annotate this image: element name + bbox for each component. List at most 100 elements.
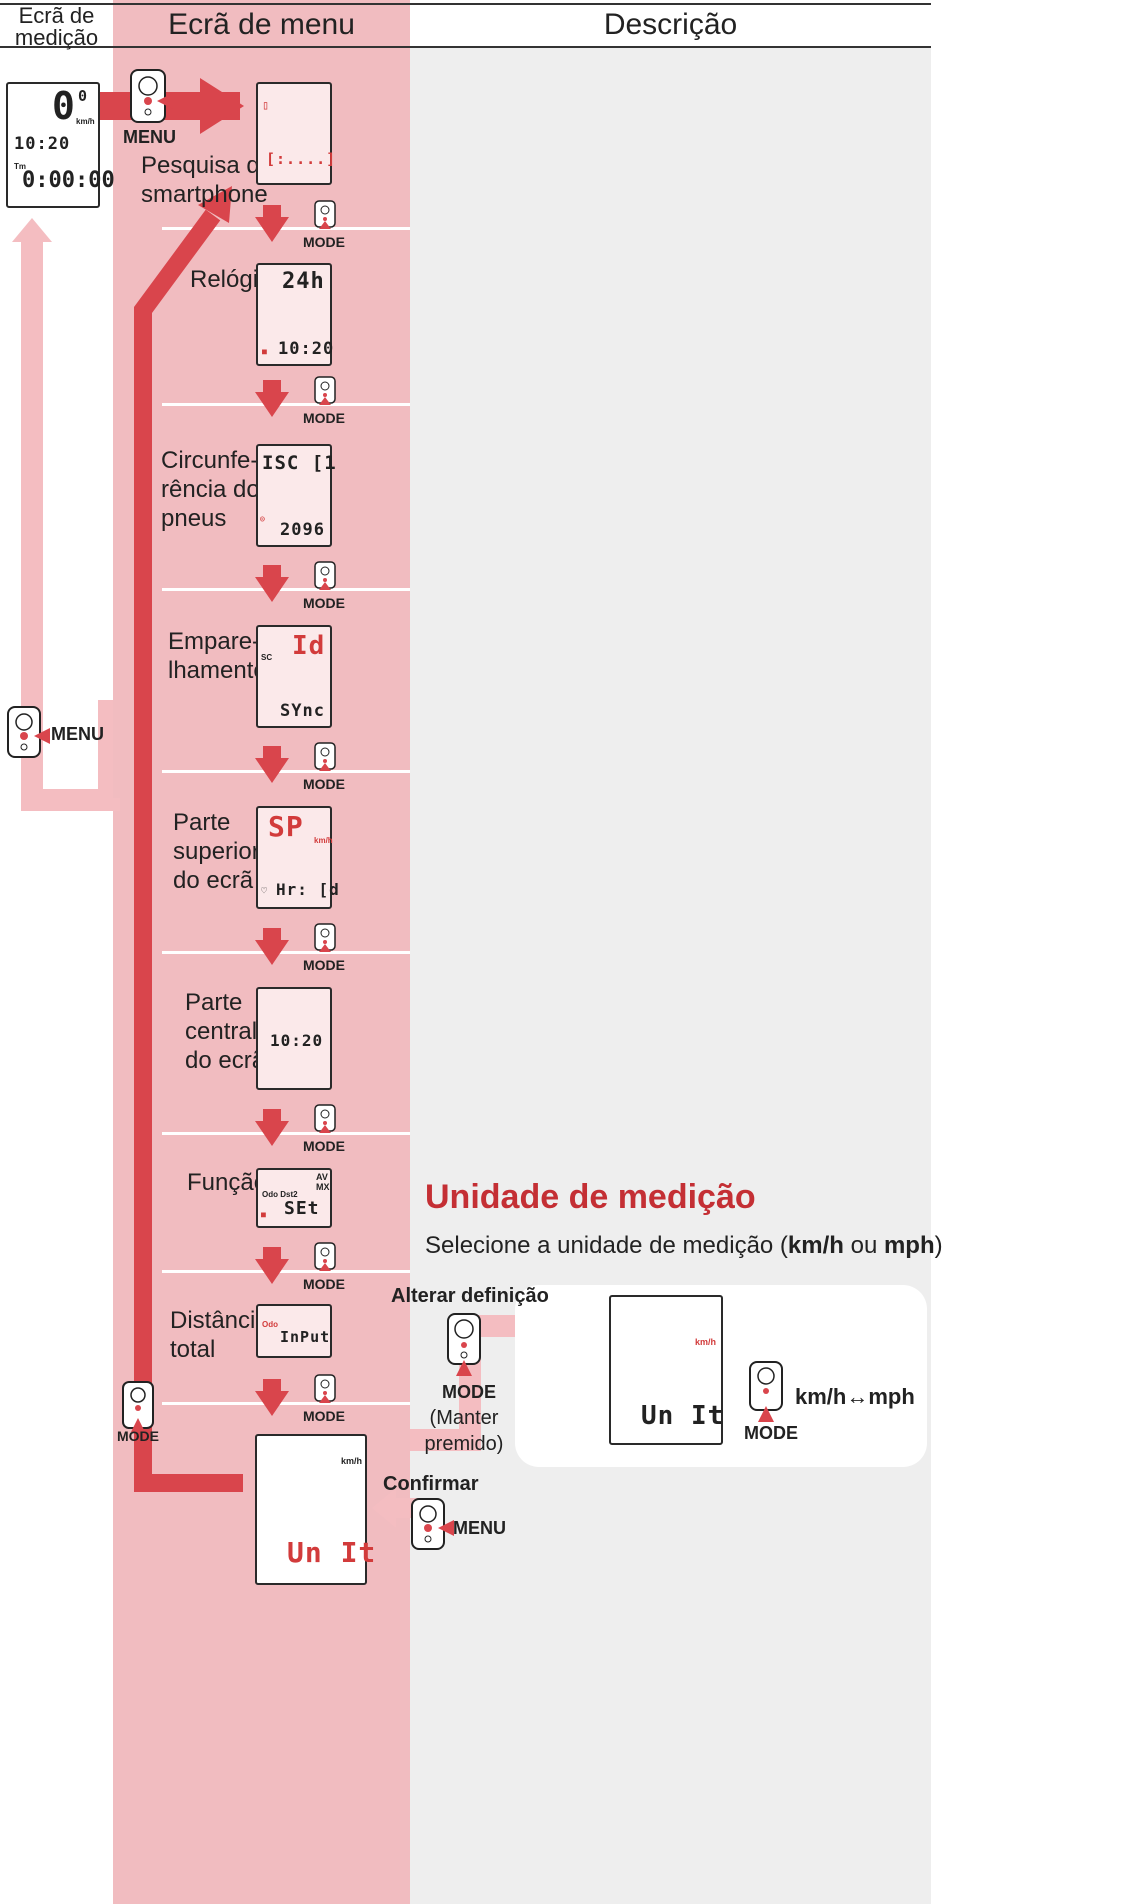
screen-bottom-text: SEt — [284, 1198, 320, 1219]
mode-label: MODE — [303, 1138, 345, 1154]
device-mode-loop[interactable] — [121, 1380, 157, 1437]
mode-label: MODE — [303, 234, 345, 250]
mode-label: MODE — [303, 410, 345, 426]
panel-unit-screen-unit: km/h — [695, 1337, 717, 1347]
menu-screen-tire: ISC [1 ◎ 2096 — [256, 444, 336, 547]
confirm-label: Confirmar — [383, 1473, 479, 1495]
menu-screen-smartphone: ▯ [:....] — [256, 82, 335, 185]
menu-label-pairing: Empare- lhamento — [168, 627, 267, 685]
hold-line2: premido) — [424, 1433, 504, 1455]
screen-bottom-text: 10:20 — [278, 339, 335, 359]
measurement-speed-unit: km/h — [76, 117, 95, 126]
device-icon — [314, 923, 336, 952]
mode-label: MODE — [303, 957, 345, 973]
menu-label-line: central — [185, 1018, 258, 1045]
header-menu-screen: Ecrã de menu — [168, 8, 355, 41]
menu-label-line: do ecrã — [185, 1047, 266, 1074]
description-column-bg — [410, 47, 931, 1904]
menu-label-line: rência dos — [161, 476, 272, 503]
intro-kmh: km/h — [787, 1232, 844, 1259]
menu-label-line: do ecrã — [173, 867, 254, 894]
screen-bottom-text: InPut — [280, 1328, 331, 1346]
measurement-clock: 10:20 — [14, 134, 71, 154]
menu-label-line: smartphone — [141, 181, 268, 208]
screen-top-text: Id — [292, 631, 326, 661]
device-icon — [447, 1313, 481, 1376]
screen-bottom-text: SYnc — [280, 701, 325, 721]
header-measurement-line1: Ecrã de — [18, 3, 95, 28]
down-arrow-6 — [255, 1109, 289, 1146]
menu-label-tire: Circunfe- rência dos pneus — [161, 446, 272, 533]
device-icon — [122, 1381, 154, 1432]
device-icon — [314, 1374, 336, 1403]
mode-label-hold: MODE — [442, 1382, 496, 1402]
menu-screen-upper: SP km/h ♡ Hr: [d — [256, 806, 339, 909]
header-measurement: Ecrã de medição — [0, 5, 113, 49]
panel-unit-screen: km/h Un It — [609, 1295, 723, 1445]
mode-button-6[interactable]: MODE — [303, 1103, 345, 1154]
flow-arrows — [12, 78, 598, 1528]
mode-label: MODE — [303, 776, 345, 792]
mode-button-1[interactable]: MODE — [303, 199, 345, 250]
device-icon — [314, 376, 336, 405]
mode-button-8[interactable]: MODE — [303, 1373, 345, 1424]
separator-7 — [162, 1270, 410, 1273]
screen-top-text: 24h — [282, 269, 325, 294]
down-arrow-7 — [255, 1247, 289, 1284]
menu-label-line: Parte — [185, 989, 243, 1016]
menu-label-line: superior — [173, 838, 260, 865]
hold-note: (Manter premido) — [424, 1405, 504, 1457]
mode-button-3[interactable]: MODE — [303, 560, 345, 611]
intro-prefix: Selecione a unidade de medição ( — [425, 1232, 788, 1259]
down-arrow-1 — [255, 205, 289, 242]
header-bottom-rule — [0, 46, 931, 48]
menu-label-middle: Parte central do ecrã — [185, 988, 265, 1075]
down-arrow-5 — [255, 928, 289, 965]
menu-button-label-top: MENU — [123, 127, 176, 147]
menu-label-line: total — [170, 1336, 216, 1363]
sensor-label: SC — [261, 653, 273, 662]
device-menu-confirm[interactable] — [410, 1497, 454, 1558]
return-arrowhead — [12, 218, 52, 242]
device-icon — [314, 742, 336, 771]
mode-label-loop: MODE — [117, 1428, 159, 1444]
mode-button-7[interactable]: MODE — [303, 1241, 345, 1292]
mode-button-4[interactable]: MODE — [303, 741, 345, 792]
hold-line1: (Manter — [429, 1407, 499, 1429]
device-mode-toggle[interactable] — [746, 1360, 786, 1427]
upper-unit: km/h — [314, 836, 333, 845]
menu-label-upper: Parte superior do ecrã — [173, 808, 260, 895]
menu-button-label-confirm: MENU — [453, 1518, 506, 1538]
return-connector — [98, 700, 113, 800]
screen-top-text: Odo — [262, 1320, 278, 1329]
intro-or: ou — [843, 1232, 884, 1259]
screen-bottom-text: 10:20 — [270, 1031, 324, 1050]
unit-screen: km/h Un It — [255, 1434, 375, 1585]
separator-1 — [162, 227, 410, 230]
menu-label-line: Circunfe- — [161, 447, 259, 474]
loop-back-head — [198, 186, 232, 223]
heart-icon: ♡ — [261, 886, 269, 897]
mode-button-2[interactable]: MODE — [303, 375, 345, 426]
device-icon — [314, 1104, 336, 1133]
confirm-head — [372, 1488, 396, 1528]
menu-screen-pairing: SC Id SYnc — [256, 625, 332, 728]
measurement-tm-label: Tm — [14, 162, 26, 171]
separator-3 — [162, 588, 410, 591]
screen-top-text: SP — [268, 810, 304, 843]
menu-label-line: Empare- — [168, 628, 261, 655]
mode-button-5[interactable]: MODE — [303, 922, 345, 973]
menu-screen-middle: 10:20 — [256, 987, 332, 1090]
toggle-label: km/h↔mph — [795, 1384, 915, 1409]
right-margin — [931, 0, 1131, 1904]
device-menu-top[interactable] — [129, 68, 173, 129]
device-menu-left[interactable] — [6, 705, 50, 766]
header-description: Descrição — [603, 8, 738, 41]
device-mode-hold[interactable] — [444, 1312, 484, 1381]
menu-label-line: Parte — [173, 809, 231, 836]
menu-label-line: Pesquisa do — [141, 152, 274, 179]
intro-suffix: ) — [934, 1232, 943, 1259]
description-title: Unidade de medição — [425, 1178, 756, 1216]
clock-icon: ■ — [262, 347, 268, 356]
sensor-icon: ◎ — [260, 514, 266, 523]
